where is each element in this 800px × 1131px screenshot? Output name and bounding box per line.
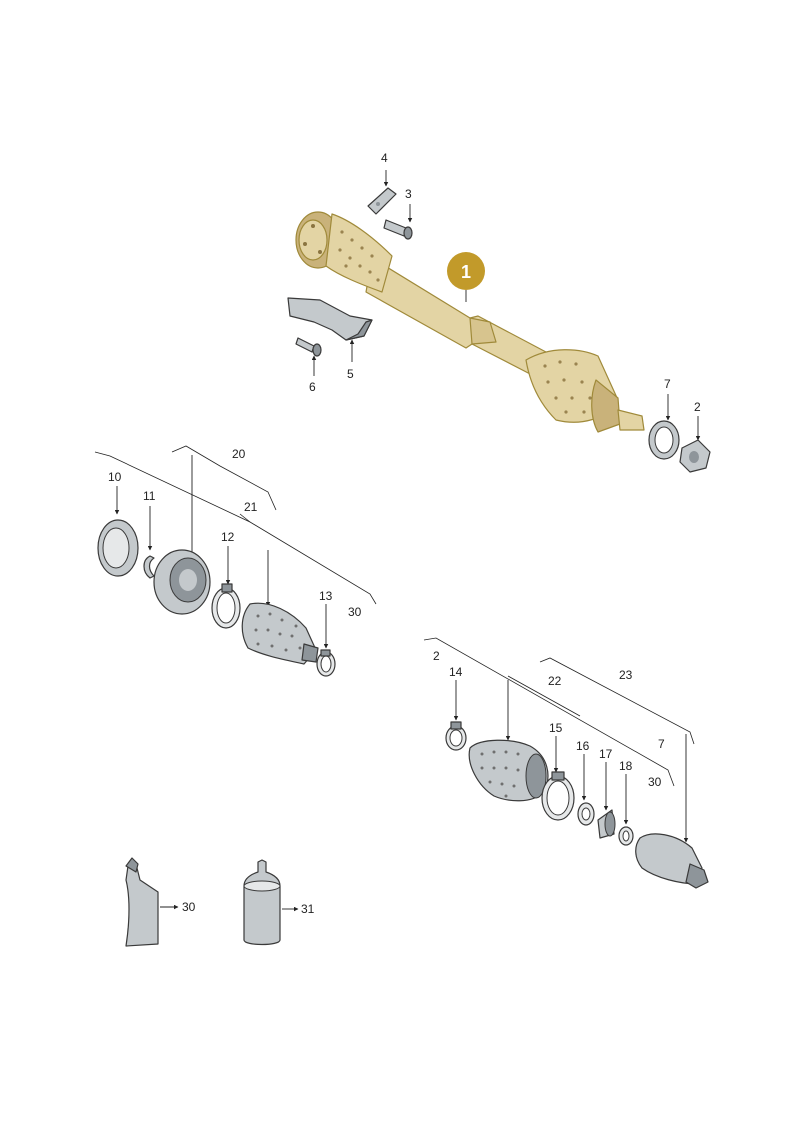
dished-washer-17-face: [604, 811, 616, 837]
clamp-12-buckle: [221, 583, 233, 593]
tab-washer-hole: [376, 202, 380, 206]
circlip-11[interactable]: [143, 555, 155, 579]
nut-2-hole: [689, 451, 699, 463]
clamp-13-hole: [320, 655, 332, 673]
drive-shaft-assembly[interactable]: [295, 211, 645, 433]
inner-boot: [325, 213, 393, 293]
circlip-18-hole: [622, 830, 630, 842]
group-bracket-30-right: [423, 637, 675, 787]
label-3: 3: [405, 187, 412, 201]
flange-hole: [303, 242, 307, 246]
boot-22-texture: [480, 750, 520, 798]
group-bracket-20: [171, 445, 277, 511]
clamp-14-hole: [449, 729, 463, 747]
label-14: 14: [449, 665, 463, 679]
label-30b: 30: [648, 775, 662, 789]
label-22: 22: [548, 674, 562, 688]
clamp-14-buckle: [450, 721, 462, 730]
outer-joint-bell: [591, 379, 621, 433]
label-17: 17: [599, 747, 613, 761]
outer-cv-joint-23-stub: [685, 863, 709, 889]
circlip-7-hole: [654, 426, 674, 454]
label-2b: 2: [433, 649, 440, 663]
label-21: 21: [244, 500, 258, 514]
label-16: 16: [576, 739, 590, 753]
callout-number: 1: [461, 262, 471, 282]
group-bracket-22: [507, 675, 581, 717]
flange-hole: [311, 224, 315, 228]
part-callout-1[interactable]: 1: [447, 252, 485, 290]
shaft-collar: [469, 317, 497, 345]
inner-boot-texture: [338, 230, 380, 282]
outer-joint-spline: [617, 409, 645, 431]
sealant-bottle-31[interactable]: [243, 859, 281, 946]
label-20: 20: [232, 447, 246, 461]
label-4: 4: [381, 151, 388, 165]
clamp-15-hole: [546, 780, 570, 816]
label-11: 11: [143, 489, 156, 503]
callout-badge: [447, 252, 485, 290]
label-5: 5: [347, 367, 354, 381]
bolt-6-head: [312, 343, 322, 357]
label-30c: 30: [182, 900, 196, 914]
grease-tube-30[interactable]: [125, 863, 159, 947]
label-31: 31: [301, 902, 315, 916]
label-12: 12: [221, 530, 235, 544]
bolt-3[interactable]: [383, 219, 407, 237]
cv-joint-housing-bore: [179, 569, 197, 591]
bolt-6[interactable]: [295, 337, 315, 353]
sealant-bottle-31-shoulder: [243, 880, 281, 892]
label-15: 15: [549, 721, 563, 735]
cover-plate-10-inner: [102, 527, 130, 569]
group-bracket-23: [539, 657, 695, 745]
clamp-13-buckle: [320, 649, 331, 657]
label-7b: 7: [658, 737, 665, 751]
boot-21-texture: [254, 612, 302, 652]
clamp-12-hole: [216, 592, 236, 624]
boot-22-mouth: [525, 753, 547, 799]
label-30a: 30: [348, 605, 362, 619]
bolt-3-head: [403, 226, 413, 240]
label-23: 23: [619, 668, 633, 682]
flange-hole: [318, 250, 322, 254]
label-18: 18: [619, 759, 633, 773]
group-bracket-21: [239, 513, 251, 523]
label-10: 10: [108, 470, 122, 484]
boot-21-neck: [301, 643, 319, 663]
label-6: 6: [309, 380, 316, 394]
clamp-15-buckle: [551, 771, 565, 781]
label-13: 13: [319, 589, 333, 603]
label-2a: 2: [694, 400, 701, 414]
outer-cv-joint-23[interactable]: [635, 833, 703, 885]
spacer-ring-16-hole: [581, 807, 591, 821]
label-7a: 7: [664, 377, 671, 391]
grease-tube-30-cap: [125, 857, 139, 873]
heat-shield-lip: [345, 319, 373, 341]
tab-washer[interactable]: [367, 187, 397, 215]
